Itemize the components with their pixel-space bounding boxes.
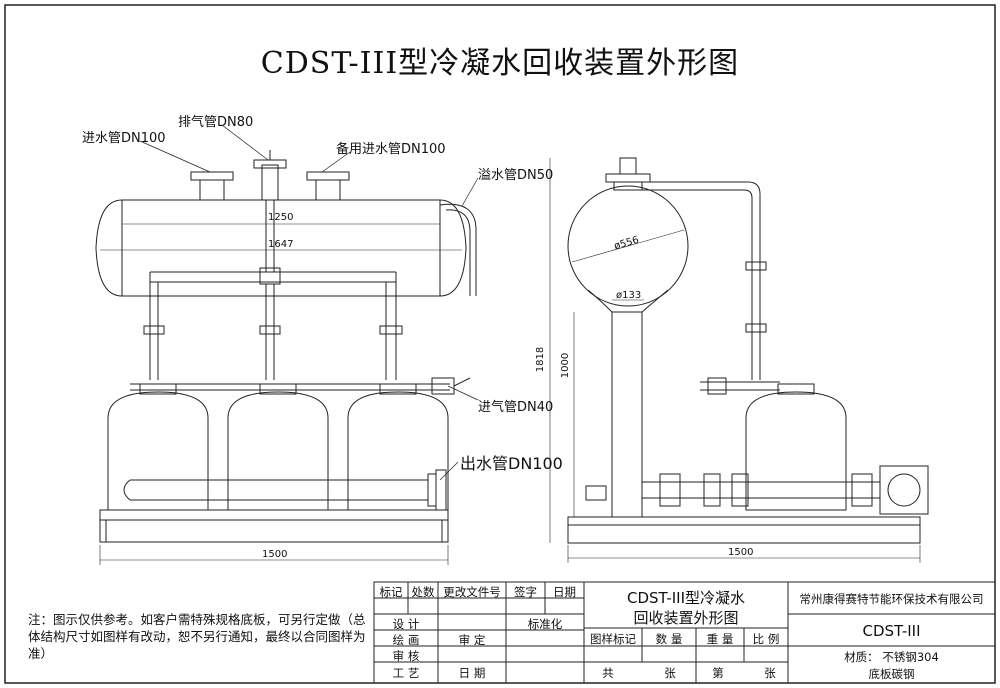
- vertical-tank-3: [347, 383, 449, 511]
- tb-date-header: 日期: [553, 585, 576, 599]
- side-base: [567, 516, 921, 544]
- tb-quantity: 数 量: [655, 632, 683, 646]
- tb-standard: 标准化: [527, 617, 563, 631]
- dim-1250: 1250: [268, 212, 294, 223]
- top-nozzles: [190, 150, 350, 201]
- side-bottom-pipe: [585, 465, 929, 515]
- overflow-pipe: [439, 203, 477, 296]
- tb-design: 设 计: [392, 617, 420, 631]
- tb-sheet-no: 第: [712, 666, 724, 680]
- drawing-note: 注：图示仅供参考。如客户需特殊规格底板，可另行定做（总体结构尺寸如图样有改动，恕…: [28, 612, 366, 661]
- inlet-pipe-label: 进水管DN100: [82, 131, 166, 146]
- title-block: [373, 581, 996, 684]
- tb-check: 审 核: [392, 649, 420, 663]
- tb-process: 工 艺: [392, 666, 420, 680]
- overflow-pipe-label: 溢水管DN50: [478, 168, 554, 183]
- tb-weight: 重 量: [706, 632, 734, 646]
- dim-1000: 1000: [560, 352, 572, 379]
- exhaust-pipe-label: 排气管DN80: [178, 115, 254, 130]
- tb-material-1: 材质： 不锈钢304: [844, 650, 939, 664]
- outlet-pipe-label: 出水管DN100: [460, 454, 563, 473]
- tb-model: CDST-III: [862, 622, 921, 640]
- tb-total: 共: [602, 666, 614, 680]
- outlet-pipe: [123, 469, 447, 511]
- tb-review: 审 定: [458, 633, 486, 647]
- air-inlet-label: 进气管DN40: [478, 400, 554, 415]
- drawing-title: CDST-III型冷凝水回收装置外形图: [260, 46, 740, 81]
- tb-signature: 签字: [514, 585, 537, 599]
- dim-1818: 1818: [535, 346, 547, 373]
- tb-date: 日 期: [458, 666, 486, 680]
- standby-inlet-label: 备用进水管DN100: [336, 142, 446, 157]
- horizontal-tank: [95, 199, 467, 297]
- side-vertical-tank: [700, 377, 847, 511]
- tb-material-2: 底板碳钢: [868, 667, 915, 681]
- tb-count: 处数: [411, 585, 435, 599]
- tb-product-name-2: 回收装置外形图: [633, 609, 739, 627]
- front-base: [99, 509, 449, 543]
- tb-product-name-1: CDST-III型冷凝水: [626, 589, 745, 607]
- tb-company: 常州康得赛特节能环保技术有限公司: [799, 592, 984, 606]
- tb-change-doc: 更改文件号: [443, 585, 501, 599]
- tb-sheets2: 张: [764, 666, 776, 680]
- tb-pattern-mark: 图样标记: [590, 632, 636, 646]
- manifold-pipes: [130, 200, 471, 395]
- tb-scale: 比 例: [752, 632, 780, 646]
- vertical-tank-2: [227, 383, 329, 511]
- dim-133: ø133: [616, 290, 642, 301]
- sphere-tank: [567, 157, 767, 380]
- tb-sheets: 张: [664, 666, 676, 680]
- support-column: [611, 299, 644, 518]
- dim-1500-front: 1500: [262, 549, 288, 560]
- dim-1647: 1647: [268, 239, 294, 250]
- tb-mark: 标记: [379, 585, 403, 599]
- vertical-tank-1: [107, 383, 209, 511]
- tb-drawing: 绘 画: [392, 633, 420, 647]
- dim-1500-side: 1500: [728, 547, 754, 558]
- drawing-frame: [4, 4, 996, 684]
